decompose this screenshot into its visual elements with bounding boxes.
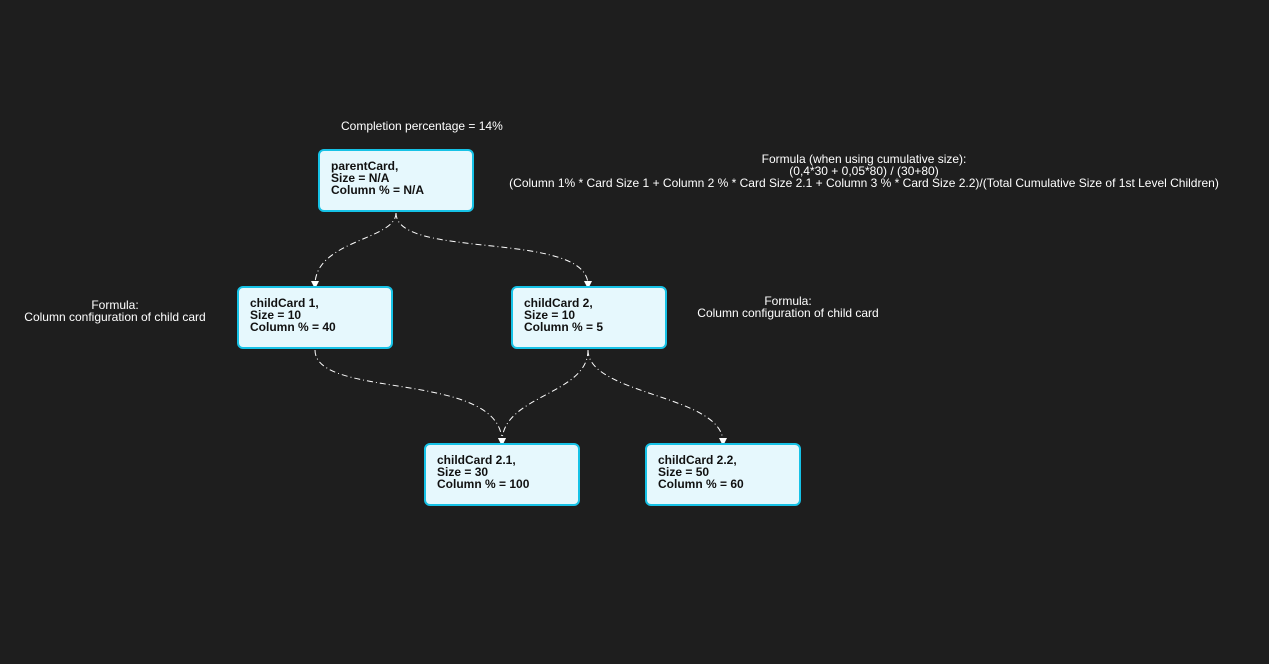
completion-percentage-label: Completion percentage = 14%: [341, 119, 503, 133]
parent-card[interactable]: parentCard, Size = N/A Column % = N/A: [318, 149, 474, 212]
child1-formula: Formula: Column configuration of child c…: [10, 299, 220, 323]
child2-formula-body: Column configuration of child card: [697, 306, 879, 320]
connector-child2-to-child22: [587, 349, 727, 446]
parent-formula-title: Formula (when using cumulative size):: [761, 152, 967, 166]
card-size: Size = N/A: [331, 171, 390, 185]
card-name: childCard 2,: [524, 296, 593, 310]
card-name: childCard 1,: [250, 296, 319, 310]
child2-formula: Formula: Column configuration of child c…: [683, 295, 893, 319]
card-name: parentCard,: [331, 159, 399, 173]
parent-formula-numbers: (0,4*30 + 0,05*80) / (30+80): [789, 164, 939, 178]
card-column: Column % = 60: [658, 477, 744, 491]
card-name: childCard 2.1,: [437, 453, 516, 467]
child2-formula-title: Formula:: [764, 294, 812, 308]
parent-formula: Formula (when using cumulative size): (0…: [480, 153, 1248, 189]
card-size: Size = 50: [658, 465, 710, 479]
child-card-2[interactable]: childCard 2, Size = 10 Column % = 5: [511, 286, 667, 349]
card-column: Column % = 40: [250, 320, 336, 334]
card-column: Column % = 5: [524, 320, 604, 334]
connector-parent-to-child2: [395, 212, 592, 289]
parent-formula-expression: (Column 1% * Card Size 1 + Column 2 % * …: [509, 176, 1219, 190]
child-card-2-1[interactable]: childCard 2.1, Size = 30 Column % = 100: [424, 443, 580, 506]
child-card-2-2[interactable]: childCard 2.2, Size = 50 Column % = 60: [645, 443, 801, 506]
child1-formula-body: Column configuration of child card: [24, 310, 206, 324]
card-column: Column % = N/A: [331, 183, 425, 197]
child-card-1[interactable]: childCard 1, Size = 10 Column % = 40: [237, 286, 393, 349]
child1-formula-title: Formula:: [91, 298, 139, 312]
connector-child2-to-child21: [498, 349, 589, 446]
card-name: childCard 2.2,: [658, 453, 737, 467]
card-size: Size = 10: [250, 308, 302, 322]
connector-parent-to-child1: [311, 212, 397, 289]
card-size: Size = 30: [437, 465, 489, 479]
connector-child1-to-child21: [314, 349, 506, 446]
card-column: Column % = 100: [437, 477, 530, 491]
card-size: Size = 10: [524, 308, 576, 322]
